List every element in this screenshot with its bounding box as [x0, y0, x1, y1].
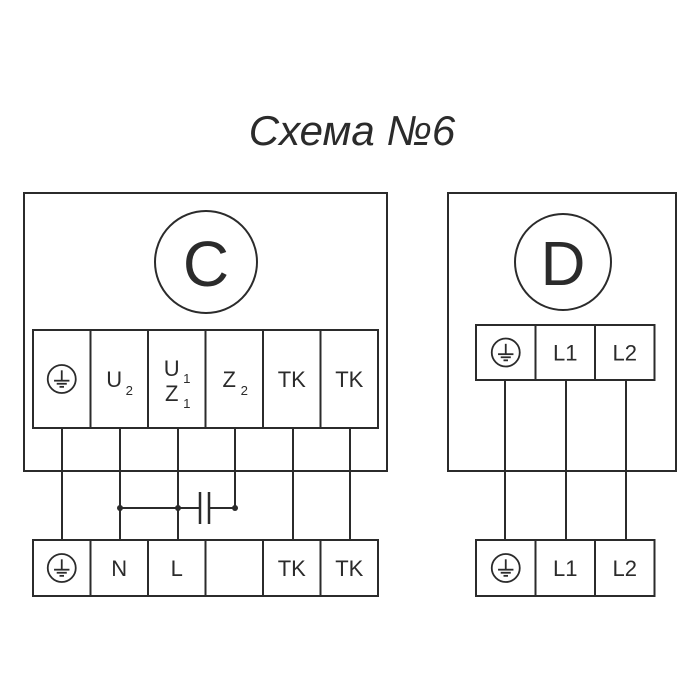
terminal: L — [147, 539, 207, 597]
terminal-label: TK — [278, 367, 306, 392]
terminal-label: L1 — [553, 556, 577, 581]
terminal-label: L2 — [613, 556, 637, 581]
terminal: TK — [262, 539, 322, 597]
terminal — [475, 539, 537, 597]
ground-icon — [490, 553, 521, 583]
terminal-label: Z — [165, 381, 178, 406]
terminal — [475, 324, 537, 381]
block-d-bottom-terminals: L1 L2 — [475, 539, 656, 597]
terminal-label: U — [106, 367, 122, 392]
block-d-letter: D — [541, 230, 586, 299]
terminal-label: L2 — [613, 340, 637, 365]
terminal: L2 — [594, 539, 656, 597]
terminal-label: Z — [223, 367, 236, 392]
terminal: TK — [319, 329, 379, 429]
block-c-badge — [154, 210, 258, 314]
terminal: L1 — [534, 539, 596, 597]
wires — [61, 380, 627, 540]
capacitor-icon — [117, 492, 238, 524]
ground-icon — [46, 364, 77, 394]
terminal-label: TK — [278, 556, 306, 581]
terminal-label-sub: 2 — [241, 383, 248, 398]
terminal-label-sub: 2 — [126, 383, 133, 398]
ground-icon — [490, 337, 521, 368]
terminal-label: L — [171, 556, 183, 581]
ground-icon — [46, 553, 77, 583]
terminal: L2 — [594, 324, 656, 381]
block-d-badge — [514, 213, 612, 311]
terminal: L1 — [534, 324, 596, 381]
terminal — [32, 329, 92, 429]
diagram-title: Схема №6 — [249, 107, 456, 154]
terminal-label: N — [111, 556, 127, 581]
terminal-label-sub: 1 — [183, 371, 190, 386]
block-d-top-terminals: L1 L2 — [475, 324, 656, 381]
terminal-label: TK — [335, 556, 363, 581]
block-c-letter: C — [183, 228, 229, 300]
terminal-label: L1 — [553, 340, 577, 365]
terminal: TK — [262, 329, 322, 429]
block-c-housing — [23, 192, 388, 472]
terminal — [32, 539, 92, 597]
terminal: N — [89, 539, 149, 597]
block-d-housing — [447, 192, 677, 472]
terminal-label: U — [164, 356, 180, 381]
terminal: TK — [319, 539, 379, 597]
terminal — [204, 539, 264, 597]
block-c-bottom-terminals: N L TK TK — [32, 539, 379, 597]
terminal-label-sub: 1 — [183, 396, 190, 411]
terminal-label: TK — [335, 367, 363, 392]
